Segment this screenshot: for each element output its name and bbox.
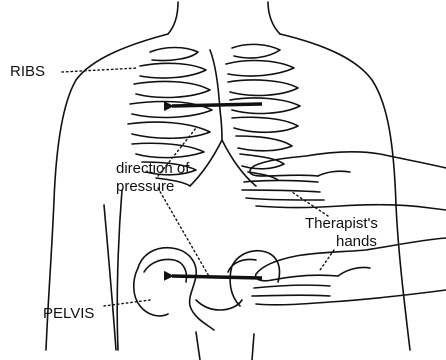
direction-leader-lower xyxy=(158,188,210,278)
ribs-label: RIBS xyxy=(10,63,45,81)
left-arm-inner xyxy=(104,205,116,350)
left-arm-inner-2 xyxy=(117,190,122,350)
sternum xyxy=(210,50,222,140)
neck-left-line xyxy=(168,2,178,34)
direction-label-line2: pressure xyxy=(116,178,174,196)
therapist-label-line1: Therapist's xyxy=(305,215,378,233)
leg-line-right xyxy=(252,334,254,360)
right-rib-cage xyxy=(226,44,300,180)
pelvis-leader-line xyxy=(104,300,150,306)
pelvis-bones xyxy=(134,248,280,330)
pelvis-pressure-arrow xyxy=(172,276,262,278)
rib-pressure-arrow xyxy=(172,104,262,106)
therapist-label-line2: hands xyxy=(336,233,377,251)
costal-margin xyxy=(190,140,256,186)
direction-label-line1: direction of xyxy=(116,160,189,178)
ribs-leader-line xyxy=(62,68,138,72)
pelvis-label: PELVIS xyxy=(43,305,94,323)
leg-line-left xyxy=(196,332,200,360)
neck-right-line xyxy=(268,2,280,34)
upper-therapist-hand xyxy=(242,152,446,210)
therapist-leader-upper xyxy=(292,192,328,216)
right-shoulder-outline xyxy=(280,34,410,350)
